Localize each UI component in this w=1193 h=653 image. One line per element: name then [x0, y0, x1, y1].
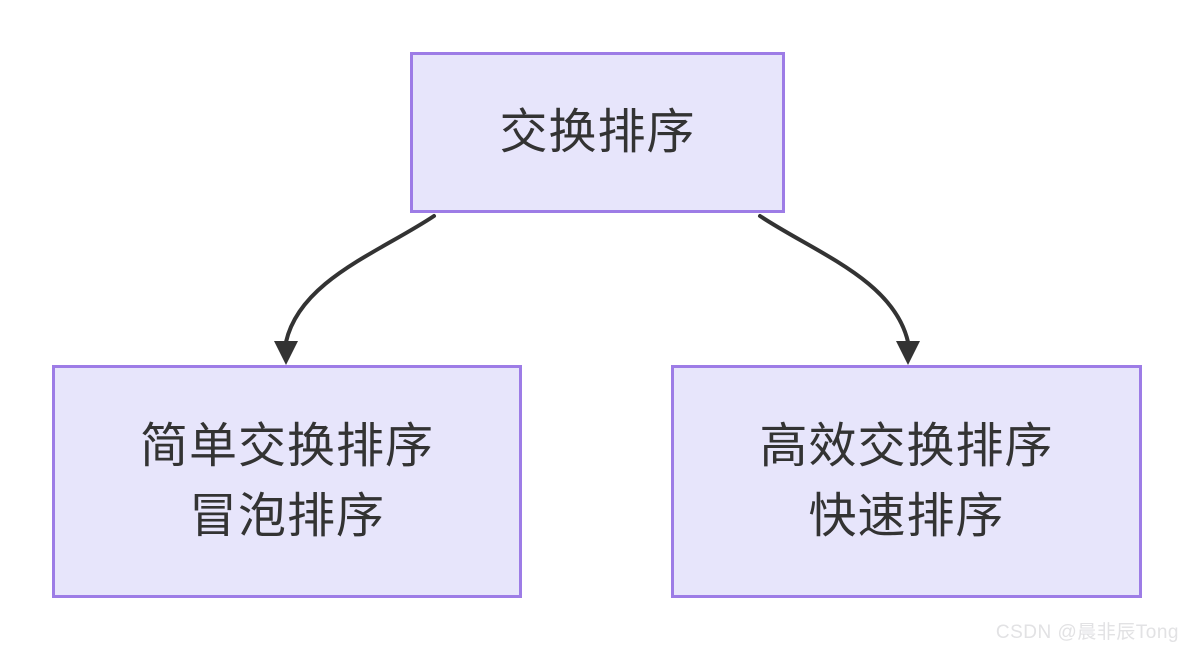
node-exchange-sort[interactable]: 交换排序	[410, 52, 785, 213]
node-exchange-sort-label: 交换排序	[499, 105, 696, 159]
node-efficient-exchange-sort[interactable]: 高效交换排序 快速排序	[671, 365, 1142, 598]
node-simple-exchange-sort[interactable]: 简单交换排序 冒泡排序	[52, 365, 522, 598]
node-efficient-exchange-sort-label: 高效交换排序 快速排序	[759, 419, 1054, 543]
watermark: CSDN @晨非辰Tong	[995, 622, 1179, 643]
edge-root-to-efficient	[758, 214, 920, 365]
edge-root-to-simple	[274, 214, 436, 365]
node-simple-exchange-sort-label: 简单交换排序 冒泡排序	[139, 419, 434, 543]
